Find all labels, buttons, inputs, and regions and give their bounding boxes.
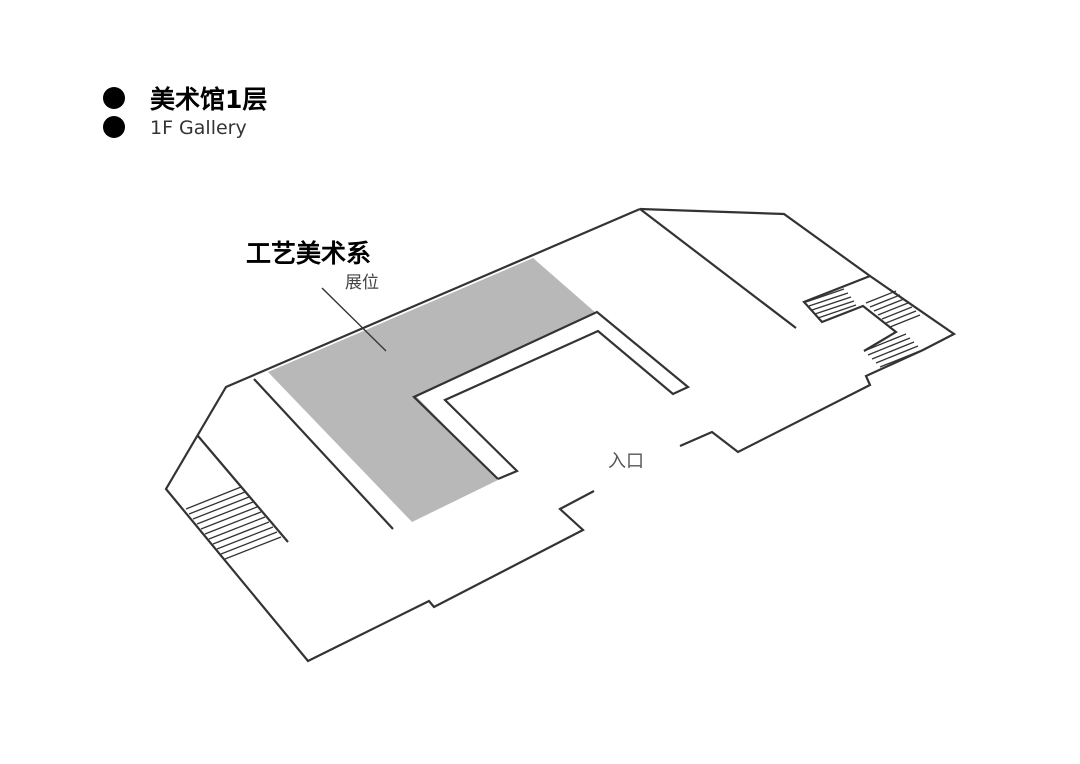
exhibition-area-title: 工艺美术系: [246, 239, 372, 268]
courtyard-wall: [412, 310, 691, 481]
exhibition-area-highlight[interactable]: [268, 258, 596, 522]
outer-wall: [164, 207, 641, 663]
legend-bullet: [103, 116, 125, 138]
floor-subtitle: 1F Gallery: [150, 117, 247, 139]
label-leader-line: [321, 287, 387, 352]
inner-wall: [639, 208, 797, 329]
stair-left: [185, 486, 282, 560]
partition-wall: [253, 378, 394, 530]
stair-enclosure: [802, 274, 898, 352]
entrance-label: 入口: [608, 451, 644, 472]
floor-title: 美术馆1层: [150, 85, 268, 114]
stair-right-upper: [805, 288, 921, 328]
legend-bullet: [103, 87, 125, 109]
outer-wall-right: [639, 207, 957, 454]
exhibition-area-subtitle: 展位: [345, 273, 379, 293]
partition-wall: [197, 435, 289, 543]
stair-right-lower: [863, 333, 921, 368]
